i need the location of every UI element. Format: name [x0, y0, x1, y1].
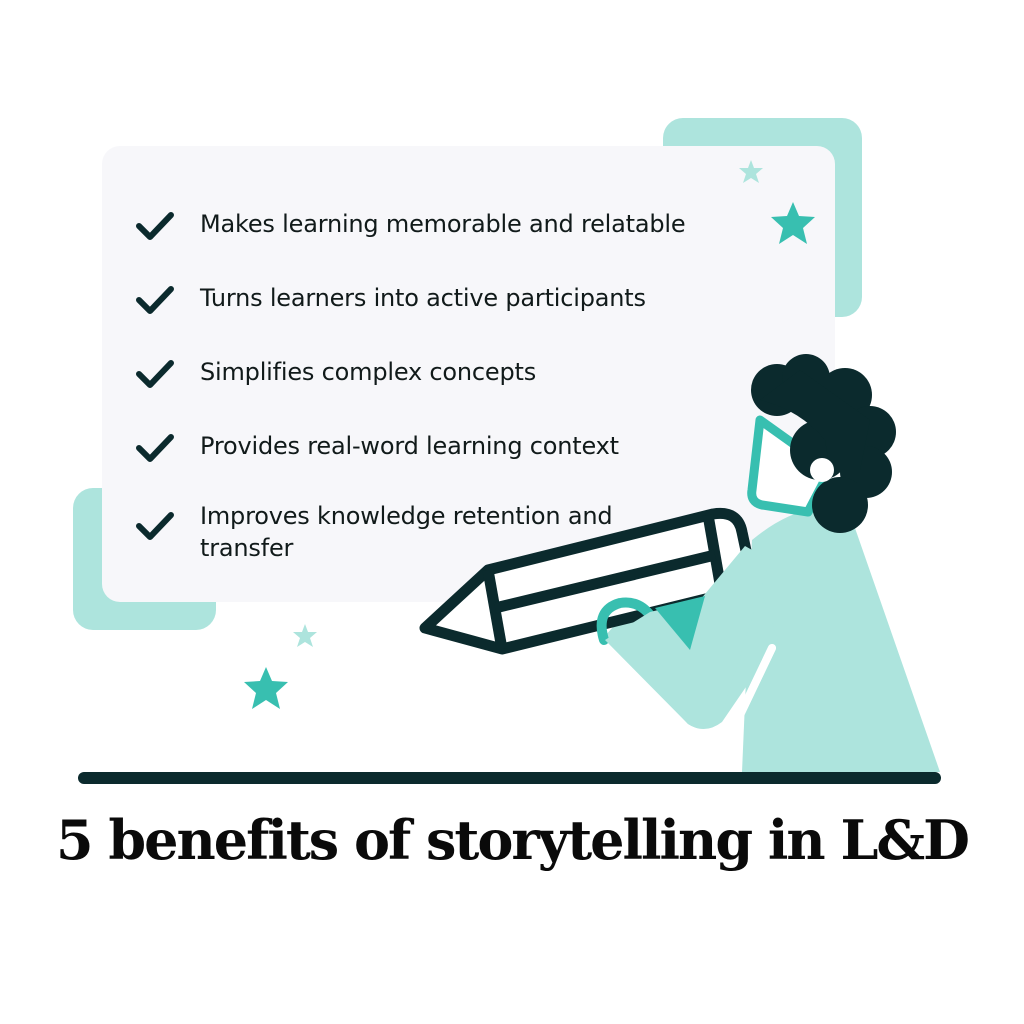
benefit-text: Turns learners into active participants [200, 284, 646, 312]
star-icon [244, 667, 288, 709]
hand [596, 546, 770, 729]
benefit-text: Provides real-word learning context [200, 432, 619, 460]
benefit-text: Simplifies complex concepts [200, 358, 537, 386]
baseline-divider [78, 772, 941, 784]
benefit-text: Makes learning memorable and relatable [200, 210, 686, 238]
check-icon [136, 212, 174, 240]
check-icon [136, 512, 174, 540]
benefit-text: Improves knowledge retention and transfe… [200, 502, 613, 562]
star-icon [771, 202, 815, 244]
star-icon [293, 624, 317, 647]
check-icon [136, 360, 174, 388]
check-icon [136, 434, 174, 462]
page-title: 5 benefits of storytelling in L&D [55, 808, 970, 872]
person-head [747, 354, 896, 533]
check-icon [136, 286, 174, 314]
star-icon [739, 160, 763, 183]
